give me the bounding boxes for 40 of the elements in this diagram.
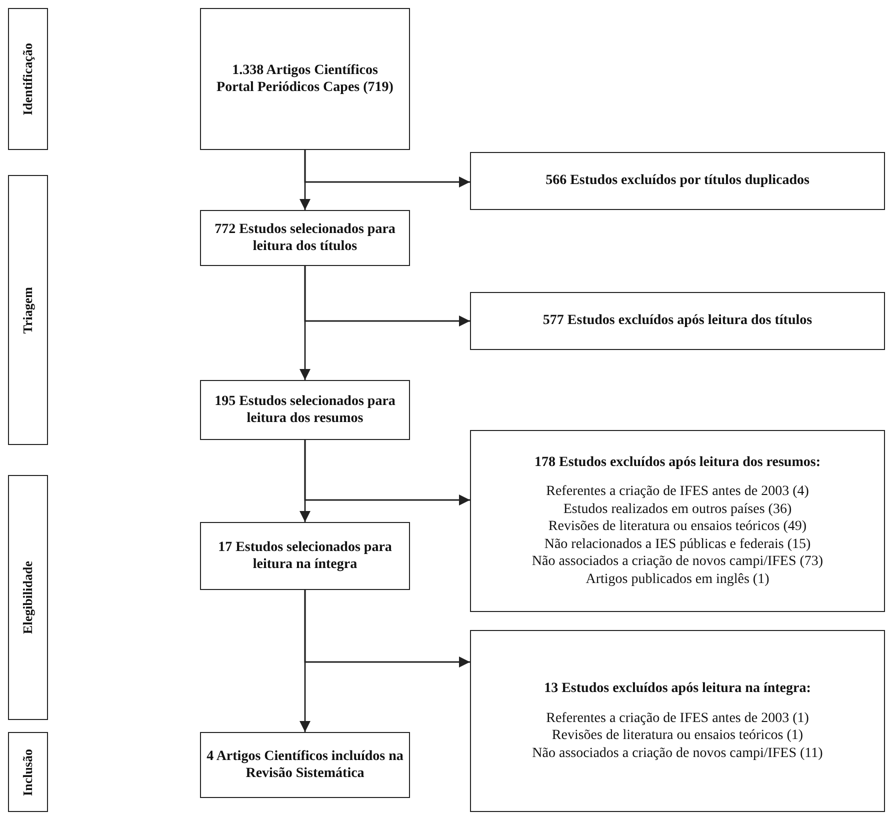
phase-label: Identificação bbox=[20, 42, 36, 116]
exclusion-reason: Não associados a criação de novos campi/IFES (11) bbox=[532, 744, 823, 762]
process-box bbox=[200, 522, 410, 590]
arrow bbox=[304, 150, 470, 188]
box-text: 772 Estudos selecionados para leitura dos títulos bbox=[214, 220, 396, 256]
exclusion-reason: Revisões de literatura ou ensaios teóricos (1) bbox=[552, 727, 804, 744]
exclusion-box bbox=[470, 292, 885, 350]
process-box bbox=[200, 732, 410, 798]
exclusion-reason: Portal Periódicos Capes (719) bbox=[216, 79, 394, 96]
exclusion-reason: Estudos realizados em outros países (36) bbox=[563, 500, 792, 518]
arrow bbox=[304, 590, 470, 668]
arrow bbox=[304, 266, 470, 327]
phase-label-band bbox=[8, 8, 48, 150]
box-text: 566 Estudos excluídos por títulos duplicados bbox=[546, 172, 810, 190]
exclusion-reason: Referentes a criação de IFES antes de 2003 (4) bbox=[546, 483, 809, 501]
phase-label-band bbox=[8, 732, 48, 812]
exclusion-box bbox=[470, 430, 885, 612]
exclusion-box bbox=[470, 630, 885, 812]
exclusion-reason: Não associados a criação de novos campi/IFES (73) bbox=[532, 553, 824, 571]
process-box bbox=[200, 210, 410, 266]
process-box bbox=[200, 8, 410, 150]
box-text: 195 Estudos selecionados para leitura dos resumos bbox=[214, 392, 396, 428]
phase-label-band bbox=[8, 475, 48, 720]
box-text: 13 Estudos excluídos após leitura na íntegra: bbox=[544, 680, 811, 698]
exclusion-box bbox=[470, 152, 885, 210]
exclusion-reason: Referentes a criação de IFES antes de 2003 (1) bbox=[546, 710, 809, 727]
box-text: 178 Estudos excluídos após leitura dos resumos: bbox=[534, 454, 820, 472]
process-box bbox=[200, 380, 410, 440]
arrow bbox=[304, 440, 470, 506]
exclusion-reason: Não relacionados a IES públicas e federais (15) bbox=[544, 536, 811, 554]
box-text: 1.338 Artigos Científicos bbox=[232, 62, 378, 79]
phase-label: Elegibilidade bbox=[20, 561, 36, 634]
box-text: 577 Estudos excluídos após leitura dos títulos bbox=[542, 312, 812, 330]
exclusion-reason: Revisões de literatura ou ensaios teóricos (49) bbox=[548, 518, 807, 536]
box-text: 17 Estudos selecionados para leitura na íntegra bbox=[217, 538, 393, 574]
phase-label: Triagem bbox=[20, 286, 36, 334]
box-text: 4 Artigos Científicos incluídos na Revisão Sistemática bbox=[206, 748, 404, 782]
phase-label-band bbox=[8, 175, 48, 445]
exclusion-reason: Artigos publicados em inglês (1) bbox=[586, 570, 770, 588]
phase-label: Inclusão bbox=[20, 748, 36, 796]
